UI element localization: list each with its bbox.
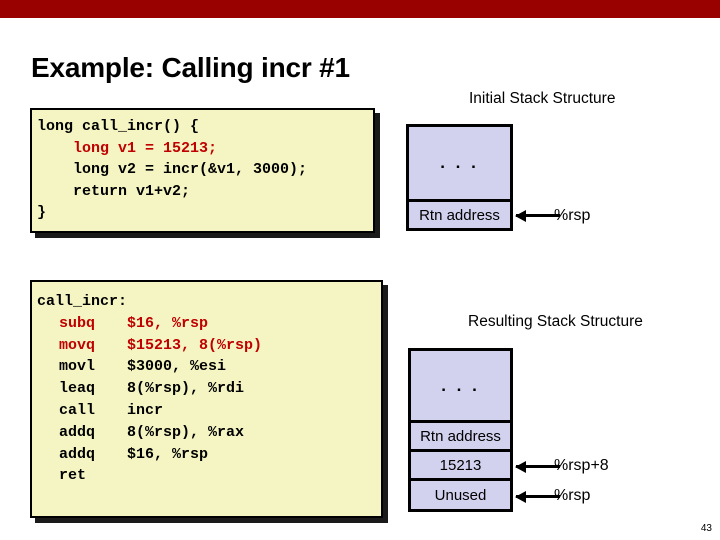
stack-cell-rtn-address: Rtn address bbox=[409, 199, 510, 228]
assembly-mnemonic: call bbox=[59, 401, 96, 419]
stack-cell-unused: Unused bbox=[411, 478, 510, 509]
assembly-instruction: ret bbox=[37, 465, 381, 487]
assembly-instruction: addq 8(%rsp), %rax bbox=[37, 422, 381, 444]
c-code-line: long v2 = incr(&v1, 3000); bbox=[37, 161, 308, 178]
assembly-instruction: leaq 8(%rsp), %rdi bbox=[37, 378, 381, 400]
c-code-line: return v1+v2; bbox=[37, 182, 191, 200]
assembly-mnemonic: addq bbox=[59, 423, 96, 441]
page-number: 43 bbox=[700, 523, 712, 534]
assembly-operands: $15213, 8(%rsp) bbox=[127, 336, 263, 354]
assembly-operands: $16, %rsp bbox=[127, 445, 209, 463]
assembly-mnemonic: ret bbox=[59, 467, 87, 485]
assembly-label-text: call_incr: bbox=[37, 293, 128, 310]
assembly-instruction: addq $16, %rsp bbox=[37, 444, 381, 466]
rsp-plus-8-pointer-label: %rsp+8 bbox=[554, 457, 609, 474]
c-code-line: } bbox=[37, 204, 47, 221]
stack-cell-rtn-address: Rtn address bbox=[411, 420, 510, 449]
assembly-mnemonic: subq bbox=[59, 314, 96, 332]
assembly-function-label: call_incr: bbox=[37, 291, 381, 313]
assembly-mnemonic: addq bbox=[59, 445, 96, 463]
accent-bar bbox=[0, 0, 720, 18]
assembly-instruction: subq $16, %rsp bbox=[37, 313, 381, 335]
assembly-operands: 8(%rsp), %rax bbox=[127, 423, 245, 441]
assembly-instruction: movl $3000, %esi bbox=[37, 356, 381, 378]
rsp-plus-8-pointer-arrow-icon bbox=[515, 460, 560, 473]
page-title: Example: Calling incr #1 bbox=[31, 52, 350, 83]
initial-stack-diagram: . . . Rtn address bbox=[406, 124, 513, 231]
initial-stack-heading: Initial Stack Structure bbox=[469, 90, 616, 107]
assembly-mnemonic: movq bbox=[59, 336, 96, 354]
stack-cell-ellipsis: . . . bbox=[411, 351, 510, 420]
assembly-operands: 8(%rsp), %rdi bbox=[127, 380, 245, 398]
assembly-operands: incr bbox=[127, 401, 164, 419]
assembly-mnemonic: leaq bbox=[59, 380, 96, 398]
resulting-stack-diagram: . . . Rtn address 15213 Unused bbox=[408, 348, 513, 512]
resulting-stack-heading: Resulting Stack Structure bbox=[468, 313, 643, 330]
rsp-pointer-label: %rsp bbox=[554, 487, 591, 504]
rsp-pointer-arrow-icon bbox=[515, 209, 560, 222]
c-code-line: long call_incr() { bbox=[37, 118, 200, 135]
rsp-pointer-arrow-icon bbox=[515, 490, 560, 503]
assembly-operands: $3000, %esi bbox=[127, 358, 227, 376]
assembly-mnemonic: movl bbox=[59, 358, 96, 376]
assembly-instruction: call incr bbox=[37, 400, 381, 422]
assembly-operands: $16, %rsp bbox=[127, 314, 209, 332]
assembly-instruction: movq $15213, 8(%rsp) bbox=[37, 335, 381, 357]
stack-cell-ellipsis: . . . bbox=[409, 127, 510, 199]
rsp-pointer-label: %rsp bbox=[554, 207, 591, 224]
assembly-code-block: call_incr: subq $16, %rsp movq $15213, 8(%… bbox=[30, 280, 383, 518]
c-code-line: long v1 = 15213; bbox=[37, 139, 218, 157]
c-code-block: long call_incr() { long v1 = 15213; long… bbox=[30, 108, 375, 233]
stack-cell-value: 15213 bbox=[411, 449, 510, 478]
